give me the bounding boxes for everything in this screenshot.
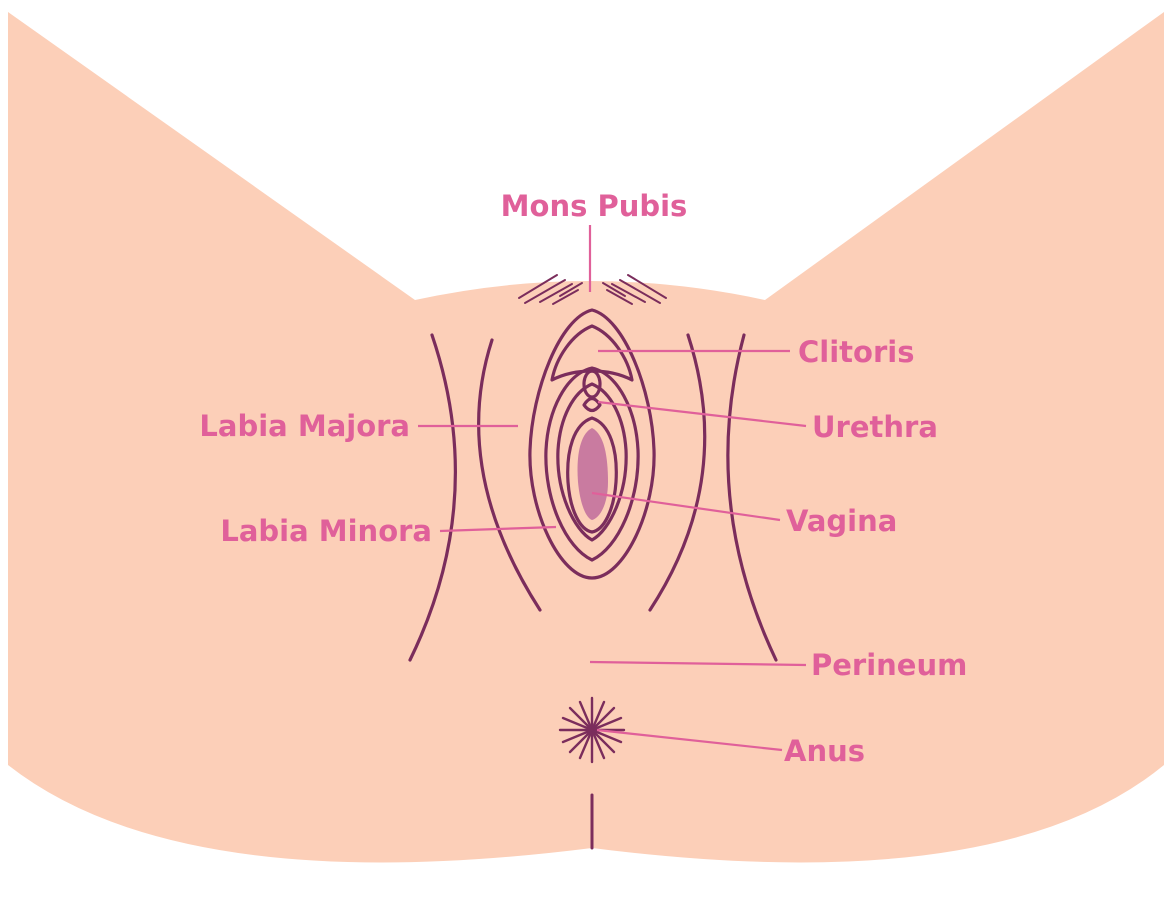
label-labia-minora: Labia Minora (220, 514, 432, 548)
label-perineum: Perineum (811, 648, 967, 682)
label-urethra: Urethra (812, 410, 938, 444)
label-vagina: Vagina (786, 504, 897, 538)
label-anus: Anus (784, 734, 865, 768)
anus-shape (560, 698, 624, 762)
label-mons-pubis: Mons Pubis (501, 189, 688, 223)
label-clitoris: Clitoris (798, 335, 914, 369)
label-labia-majora: Labia Majora (199, 409, 410, 443)
